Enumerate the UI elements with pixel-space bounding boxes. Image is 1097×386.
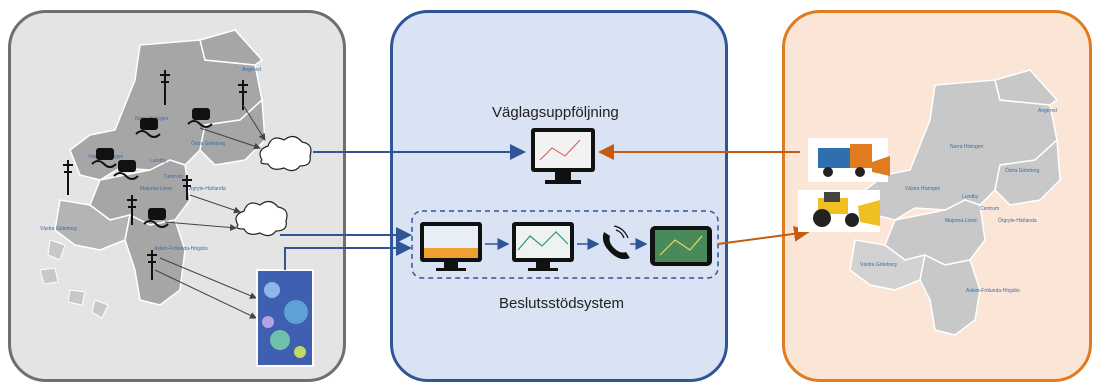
monitor-icon-road-monitoring bbox=[531, 128, 595, 184]
snowplow-truck-icon bbox=[808, 138, 890, 182]
map-district-shape bbox=[919, 253, 981, 336]
district-label: Norra Hisingen bbox=[950, 144, 984, 150]
weather-station-icon bbox=[127, 195, 137, 225]
district-label: Västra Göteborg bbox=[40, 226, 77, 232]
district-label: Angered bbox=[242, 67, 261, 73]
road-condition-monitoring-title: Väglagsuppföljning bbox=[492, 104, 619, 121]
weather-station-icon bbox=[160, 70, 170, 105]
tablet-icon bbox=[650, 226, 712, 266]
decision-system-box bbox=[411, 210, 719, 279]
district-label: Västra Hisingen bbox=[905, 186, 941, 192]
district-label: Örgryte-Härlanda bbox=[998, 217, 1037, 224]
slippery-road-car-icon bbox=[143, 208, 169, 228]
connector-arrow bbox=[242, 104, 266, 141]
district-label: Majorna-Linné bbox=[945, 218, 977, 224]
map-district-shape bbox=[199, 98, 266, 166]
district-label: Centrum bbox=[980, 206, 999, 212]
right-city-map bbox=[849, 69, 1061, 336]
cloud-icon bbox=[259, 135, 312, 172]
map-district-shape bbox=[994, 69, 1059, 106]
connector-arrow bbox=[154, 269, 257, 319]
connector-arrow bbox=[189, 194, 241, 214]
district-label: Majorna-Linné bbox=[140, 186, 172, 192]
flow-arrow-radar-to-decision-system bbox=[284, 240, 412, 270]
district-label: Lundby bbox=[150, 158, 167, 164]
flow-arrow-decision-to-plows bbox=[717, 225, 810, 245]
slippery-road-car-icon bbox=[135, 118, 161, 138]
map-district-shape bbox=[994, 138, 1061, 206]
slippery-road-car-icon bbox=[187, 108, 213, 128]
district-label: Angered bbox=[1038, 108, 1057, 114]
district-label: Lundby bbox=[962, 194, 979, 200]
decision-support-system-title: Beslutsstödsystem bbox=[499, 295, 625, 312]
district-label: Askim-Frölunda-Högsbo bbox=[154, 246, 208, 252]
weather-station-icon bbox=[63, 160, 73, 195]
district-label: Västra Göteborg bbox=[860, 262, 897, 268]
district-label: Askim-Frölunda-Högsbo bbox=[966, 288, 1020, 294]
cloud-icon bbox=[235, 200, 288, 237]
map-district-shape bbox=[124, 213, 186, 306]
monitor-icon-forecast bbox=[420, 222, 482, 271]
tractor-plow-icon bbox=[798, 190, 880, 232]
district-label: Östra Göteborg bbox=[1005, 167, 1040, 174]
district-label: Centrum bbox=[164, 174, 183, 180]
weather-station-icon bbox=[182, 175, 192, 200]
district-label: Örgryte-Härlanda bbox=[187, 185, 226, 192]
connector-arrow bbox=[164, 221, 237, 231]
monitor-icon-graph bbox=[512, 222, 574, 271]
district-label: Östra Göteborg bbox=[191, 140, 226, 147]
radar-image bbox=[256, 269, 314, 367]
slippery-road-car-icon bbox=[113, 160, 139, 180]
slippery-road-car-icon bbox=[91, 148, 117, 168]
telephone-icon bbox=[602, 225, 630, 260]
map-district-shape bbox=[199, 29, 264, 66]
map-islands bbox=[39, 239, 109, 319]
connector-arrow bbox=[159, 257, 257, 299]
left-city-map bbox=[39, 29, 266, 319]
weather-station-icon bbox=[147, 250, 157, 280]
connector-arrow bbox=[199, 127, 261, 150]
panel-decision-support bbox=[390, 10, 728, 382]
